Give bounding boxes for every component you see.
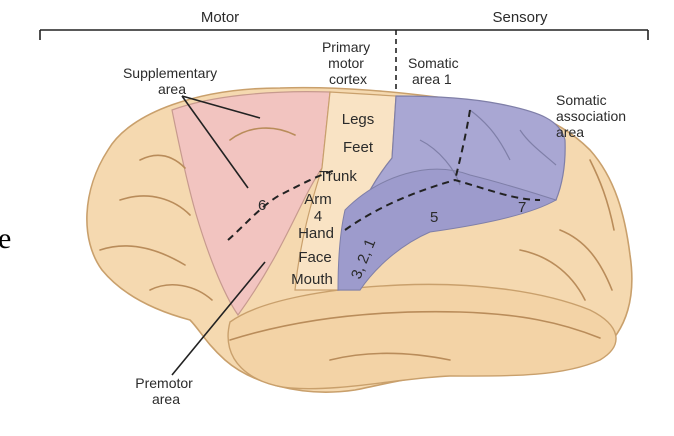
supplementary-area-label: Supplementary area [123, 65, 221, 97]
area-boundaries [227, 109, 541, 241]
body-map-legs: Legs [342, 111, 375, 128]
body-map-arm: Arm [304, 191, 332, 208]
body-map-hand: Hand [298, 225, 334, 242]
cropped-edge-glyph: e [0, 222, 11, 255]
brain-folds [99, 109, 615, 361]
body-map-trunk: Trunk [319, 168, 357, 185]
premotor-area-label: Premotor area [135, 375, 196, 407]
primary-motor-cortex-label: Primary motor cortex [322, 39, 374, 87]
body-map-face: Face [298, 249, 331, 266]
leader-lines [171, 95, 266, 376]
motor-header: Motor [201, 9, 239, 26]
body-map-4: 4 [314, 208, 322, 225]
sensory-header: Sensory [492, 9, 548, 26]
body-map-feet: Feet [343, 139, 374, 156]
motor-sensory-bracket [39, 29, 649, 98]
supplementary-premotor-region [171, 91, 331, 317]
area-number-7: 7 [518, 199, 526, 216]
body-map-mouth: Mouth [291, 271, 333, 288]
motor-body-map: Legs Feet Trunk Arm 4 Hand Face Mouth [291, 111, 374, 288]
somatic-area-1-label: Somatic area 1 [408, 55, 462, 87]
area-number-6: 6 [258, 197, 266, 214]
sensory-lower-band [337, 168, 558, 291]
somatic-association-area-label: Somatic association area [556, 92, 630, 140]
area-number-5: 5 [430, 209, 438, 226]
